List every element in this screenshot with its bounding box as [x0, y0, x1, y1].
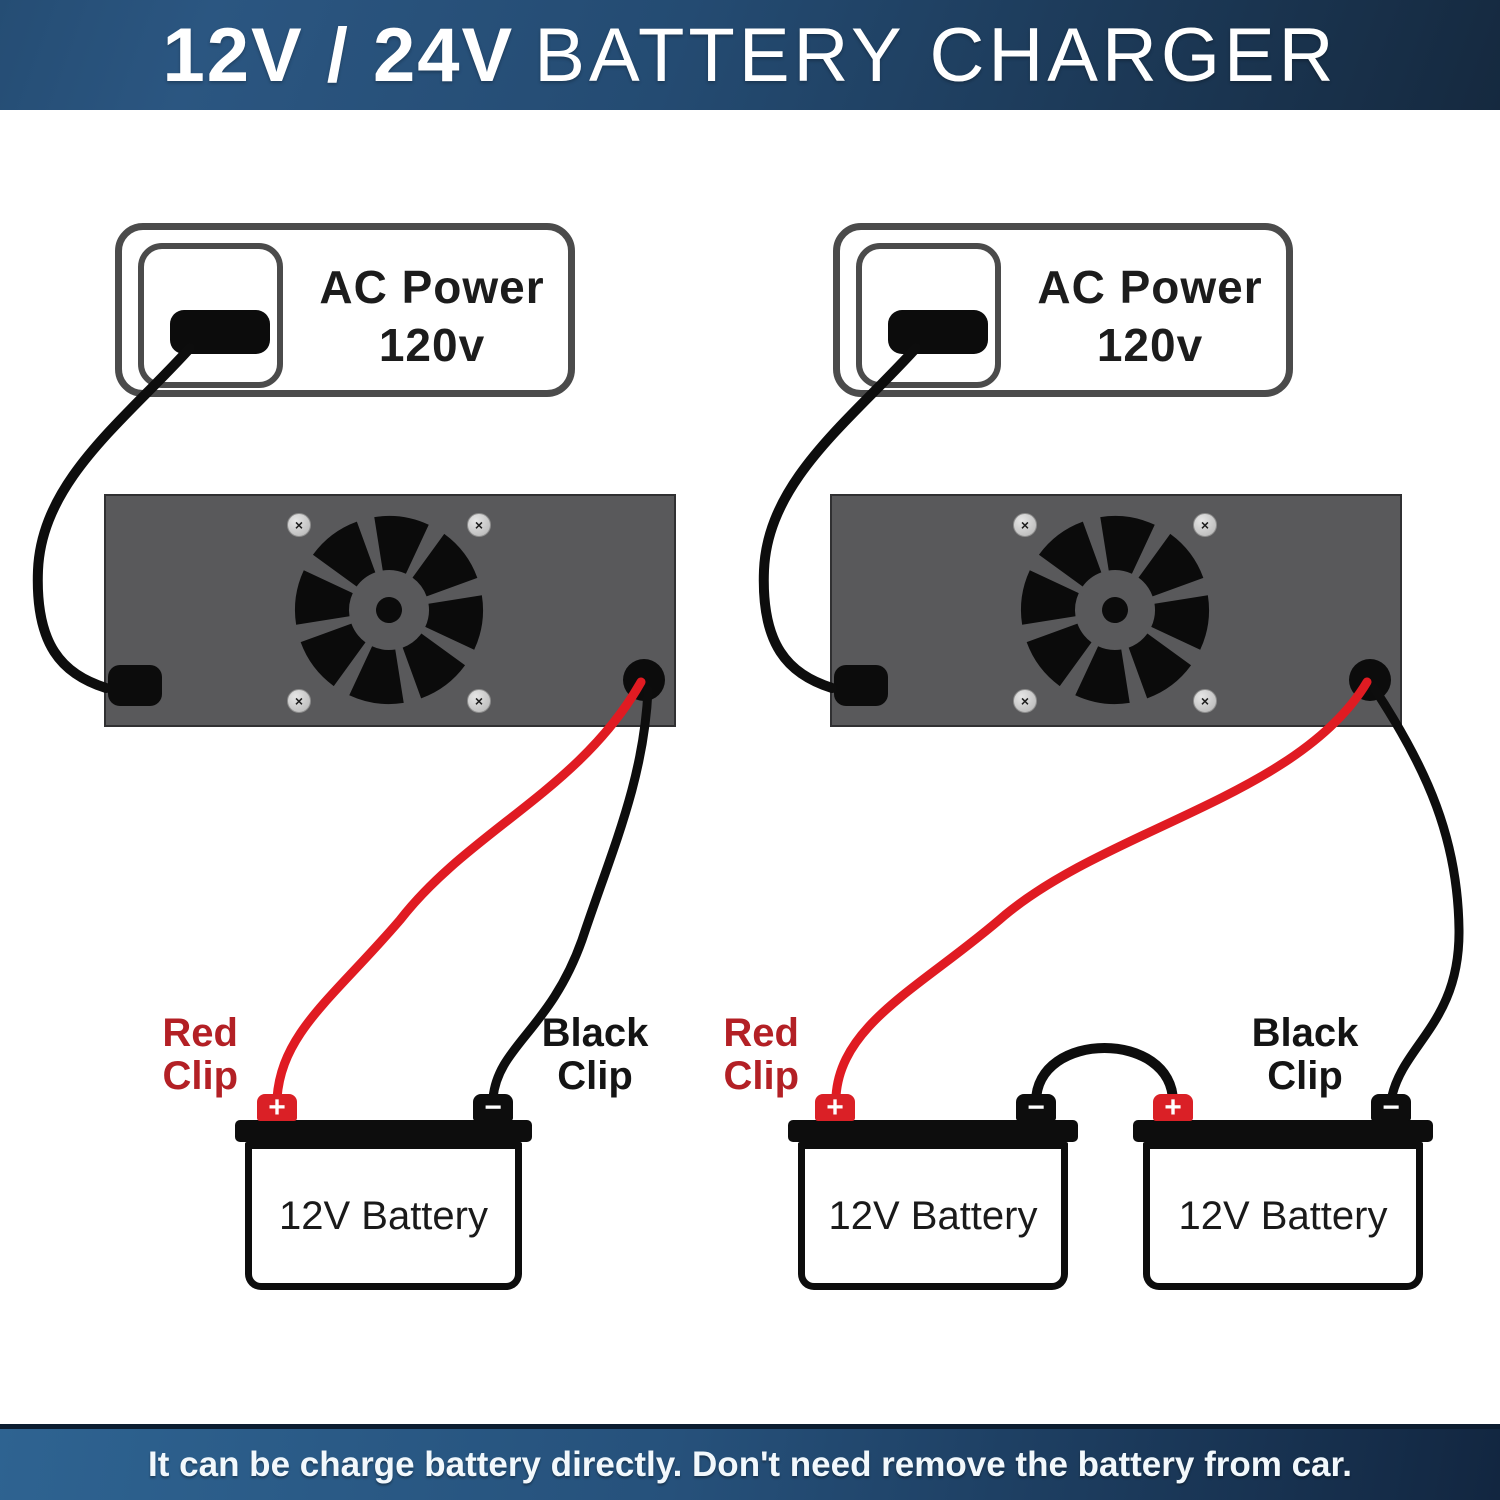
charger-unit-right: × × × ×	[830, 494, 1402, 727]
red-clip-line1: Red	[162, 1011, 238, 1055]
ac-power-line1: AC Power	[1037, 261, 1263, 313]
dc-output-port	[623, 659, 665, 701]
screw-glyph: ×	[1200, 693, 1210, 709]
ac-power-label-left: AC Power 120v	[292, 258, 572, 374]
dc-output-port	[1349, 659, 1391, 701]
footer-bar: It can be charge battery directly. Don't…	[0, 1424, 1500, 1500]
ac-power-label-right: AC Power 120v	[1010, 258, 1290, 374]
screw-glyph: ×	[474, 693, 484, 709]
plus-icon: +	[1164, 1090, 1182, 1124]
ac-power-line2: 120v	[378, 319, 486, 371]
black-clip-line2: Clip	[1267, 1054, 1343, 1098]
charger-unit-left: × × × ×	[104, 494, 676, 727]
ac-power-box-right: AC Power 120v	[833, 223, 1293, 397]
ac-inlet-port	[108, 665, 162, 706]
series-jumper-wire	[1031, 1043, 1178, 1107]
ac-socket-icon	[138, 243, 283, 388]
screw-icon: ×	[1193, 513, 1217, 537]
battery-label: 12V Battery	[828, 1193, 1038, 1238]
screw-glyph: ×	[474, 517, 484, 533]
battery-12v-right-a: 12V Battery	[798, 1142, 1068, 1290]
page-title-light: BATTERY CHARGER	[534, 12, 1338, 98]
minus-icon: −	[1382, 1090, 1400, 1124]
black-clip-label-left: Black Clip	[505, 1012, 685, 1098]
minus-icon: −	[1027, 1090, 1045, 1124]
battery-label: 12V Battery	[278, 1193, 488, 1238]
black-clip-line2: Clip	[557, 1054, 633, 1098]
red-clip-line2: Clip	[162, 1054, 238, 1098]
screw-icon: ×	[1013, 513, 1037, 537]
red-clip-line1: Red	[723, 1011, 799, 1055]
battery-12v-left: 12V Battery	[245, 1142, 522, 1290]
ac-power-line2: 120v	[1096, 319, 1204, 371]
fan-icon	[294, 515, 484, 705]
black-clip-line1: Black	[1251, 1011, 1359, 1055]
screw-glyph: ×	[294, 517, 304, 533]
black-clip-label-right: Black Clip	[1215, 1012, 1395, 1098]
battery-terminal-negative: −	[1371, 1090, 1411, 1124]
ac-power-box-left: AC Power 120v	[115, 223, 575, 397]
ac-plug-slot-icon	[170, 310, 270, 354]
screw-icon: ×	[1013, 689, 1037, 713]
red-clip-label-left: Red Clip	[125, 1012, 238, 1098]
footer-note: It can be charge battery directly. Don't…	[148, 1444, 1352, 1484]
battery-terminal-negative: −	[1016, 1090, 1056, 1124]
screw-icon: ×	[287, 513, 311, 537]
plus-icon: +	[268, 1090, 286, 1124]
header-bar: 12V / 24V BATTERY CHARGER	[0, 0, 1500, 110]
plus-icon: +	[826, 1090, 844, 1124]
battery-terminal-negative: −	[473, 1090, 513, 1124]
screw-icon: ×	[467, 513, 491, 537]
battery-top-bar	[1133, 1120, 1433, 1142]
battery-terminal-positive: +	[257, 1090, 297, 1124]
red-clip-label-right: Red Clip	[686, 1012, 799, 1098]
screw-icon: ×	[287, 689, 311, 713]
red-clip-line2: Clip	[723, 1054, 799, 1098]
battery-terminal-positive: +	[815, 1090, 855, 1124]
screw-glyph: ×	[1200, 517, 1210, 533]
battery-top-bar	[235, 1120, 532, 1142]
ac-socket-icon	[856, 243, 1001, 388]
minus-icon: −	[484, 1090, 502, 1124]
screw-glyph: ×	[1020, 517, 1030, 533]
battery-label: 12V Battery	[1178, 1193, 1388, 1238]
battery-12v-right-b: 12V Battery	[1143, 1142, 1423, 1290]
screw-icon: ×	[1193, 689, 1217, 713]
fan-icon	[1020, 515, 1210, 705]
ac-power-line1: AC Power	[319, 261, 545, 313]
ac-inlet-port	[834, 665, 888, 706]
battery-top-bar	[788, 1120, 1078, 1142]
ac-plug-slot-icon	[888, 310, 988, 354]
screw-glyph: ×	[294, 693, 304, 709]
page-title-strong: 12V / 24V	[162, 12, 515, 98]
screw-glyph: ×	[1020, 693, 1030, 709]
screw-icon: ×	[467, 689, 491, 713]
black-clip-line1: Black	[541, 1011, 649, 1055]
battery-terminal-positive: +	[1153, 1090, 1193, 1124]
